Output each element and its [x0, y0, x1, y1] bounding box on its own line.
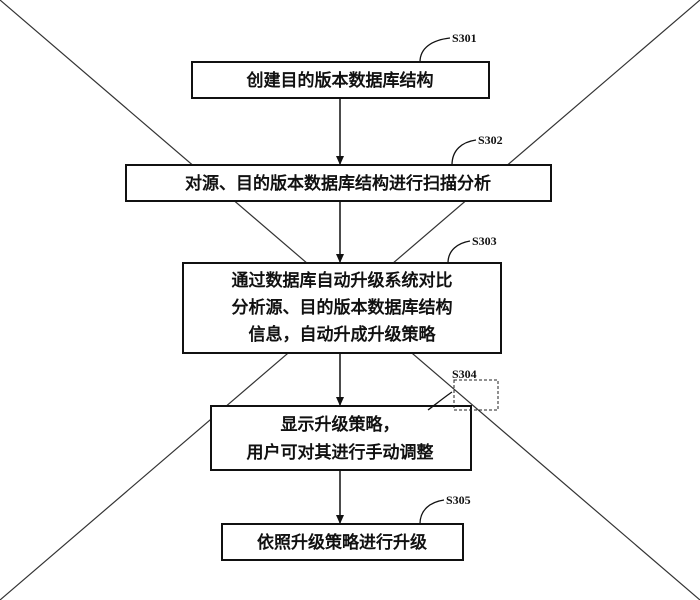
step-box-s304: 显示升级策略， 用户可对其进行手动调整 [210, 405, 472, 471]
step-text-s304-line-2: 用户可对其进行手动调整 [247, 442, 434, 463]
step-id-s302: S302 [478, 133, 503, 147]
step-label-s301: S301 [419, 31, 477, 63]
step-text-s301: 创建目的版本数据库结构 [246, 70, 434, 91]
step-id-s303: S303 [472, 234, 497, 248]
step-text-s303-line-3: 信息，自动升成升级策略 [249, 324, 437, 345]
step-id-s304: S304 [452, 367, 477, 381]
step-text-s303-line-2: 分析源、目的版本数据库结构 [232, 297, 453, 318]
step-text-s302: 对源、目的版本数据库结构进行扫描分析 [185, 173, 491, 194]
step-text-s303-line-1: 通过数据库自动升级系统对比 [232, 270, 453, 291]
step-id-s301: S301 [452, 31, 477, 45]
step-box-s302: 对源、目的版本数据库结构进行扫描分析 [125, 164, 552, 202]
step-box-s303: 通过数据库自动升级系统对比 分析源、目的版本数据库结构 信息，自动升成升级策略 [182, 262, 502, 354]
step-label-s304: S304 [427, 367, 499, 411]
step-box-s301: 创建目的版本数据库结构 [191, 61, 490, 99]
step-box-s305: 依照升级策略进行升级 [221, 523, 464, 561]
step-text-s305: 依照升级策略进行升级 [257, 532, 427, 553]
step-text-s304-line-1: 显示升级策略， [281, 414, 400, 435]
step-id-s305: S305 [446, 493, 471, 507]
step-label-s302: S302 [451, 133, 503, 166]
step-label-s303: S303 [447, 234, 497, 264]
step-label-s305: S305 [419, 493, 471, 525]
